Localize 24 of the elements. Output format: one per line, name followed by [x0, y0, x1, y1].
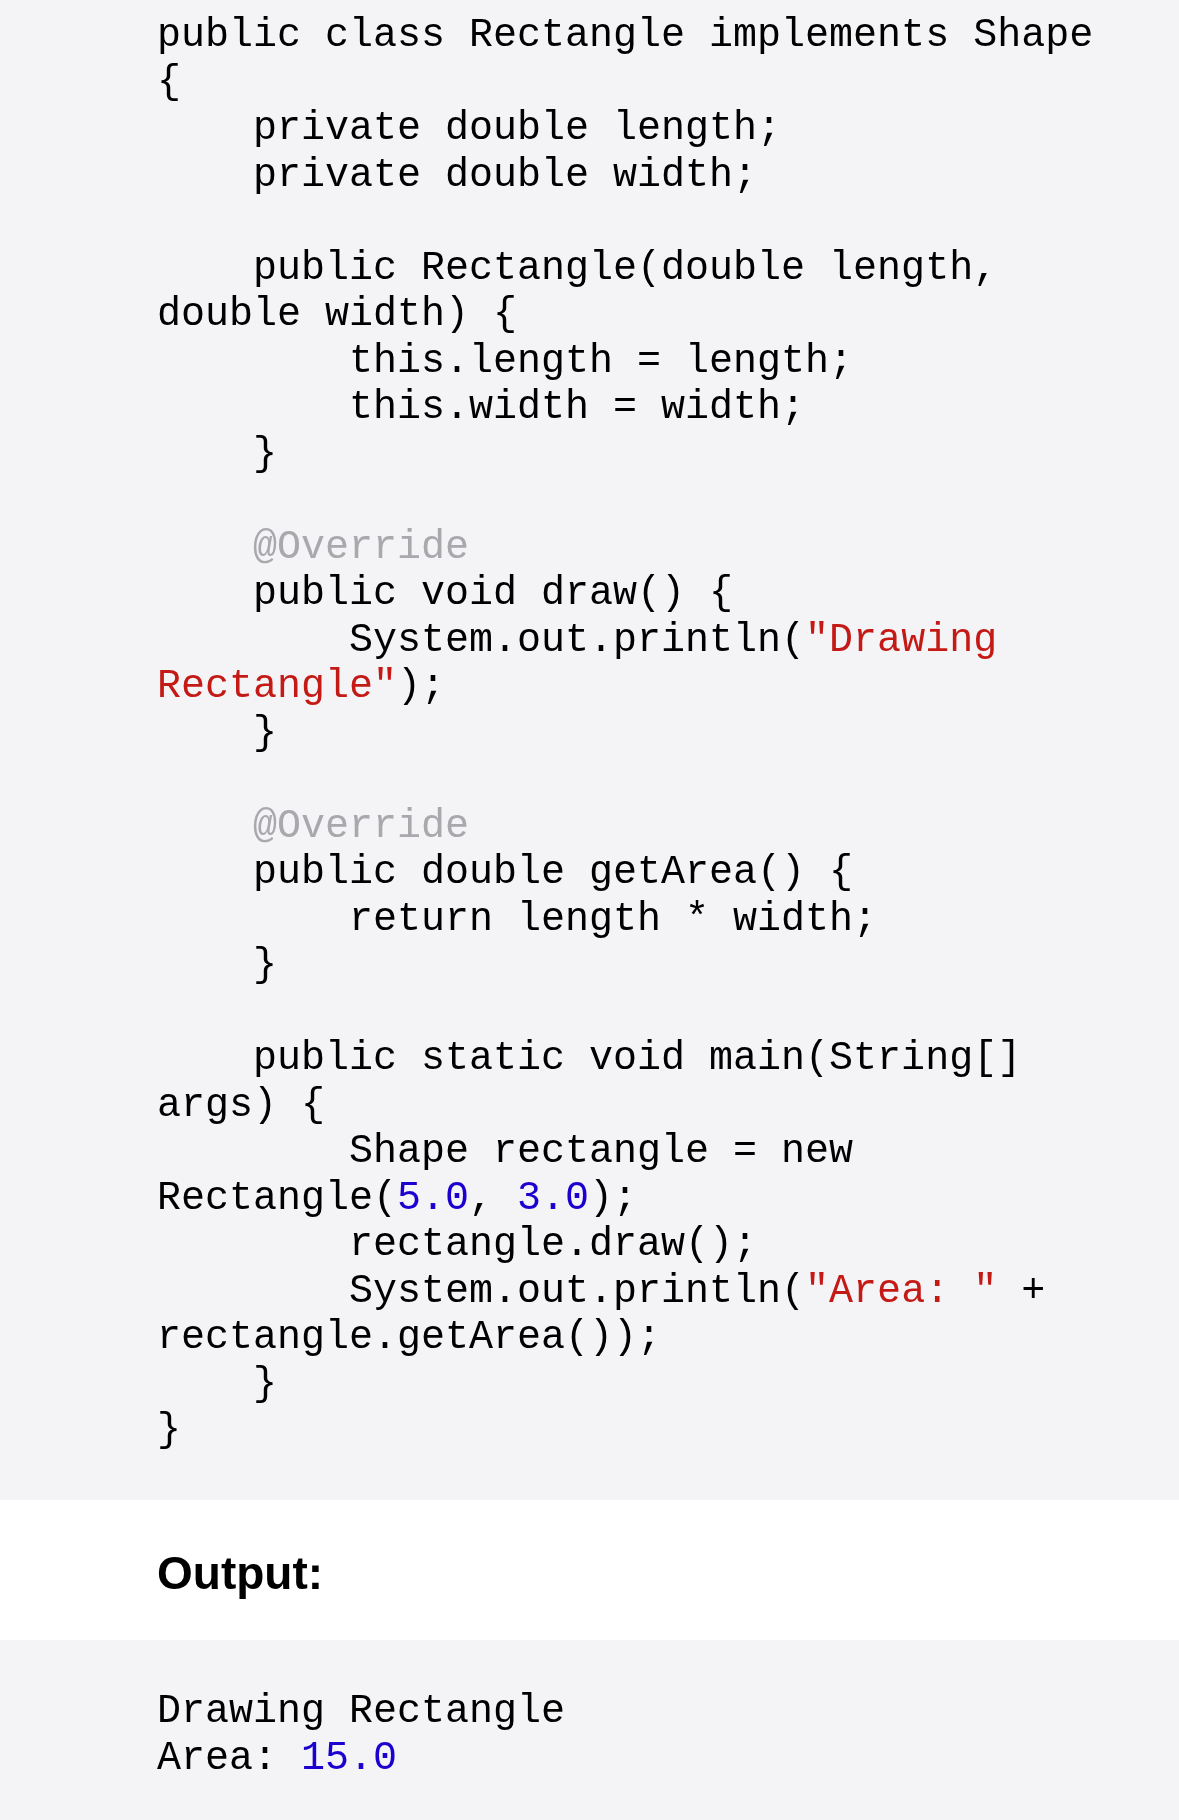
- code-line: private double length;: [252, 106, 783, 153]
- code-line: @Override: [252, 524, 471, 571]
- code-line: rectangle.draw();: [348, 1222, 759, 1269]
- code-line: }: [252, 710, 279, 757]
- code-line: {: [157, 59, 182, 106]
- code-line: private double width;: [252, 152, 759, 199]
- section-heading: Output:: [157, 1546, 324, 1601]
- code-line: public double getArea() {: [252, 850, 855, 897]
- code-line: public static void main(String[] args) {: [157, 1036, 1023, 1129]
- code-line: }: [252, 943, 279, 990]
- code-line: public class Rectangle implements Shape: [157, 13, 1095, 60]
- code-line: System.out.println("Drawing Rectangle");: [157, 617, 999, 711]
- code-line: public void draw() {: [252, 571, 735, 618]
- code-line: this.length = length;: [348, 338, 855, 385]
- code-line: }: [252, 1361, 279, 1408]
- code-line: }: [157, 1408, 182, 1455]
- output-line: Drawing Rectangle: [157, 1689, 567, 1736]
- code-line: System.out.println("Area: " + rectangle.getArea());: [157, 1268, 1047, 1362]
- code-line: }: [252, 431, 279, 478]
- output-line: Area: 15.0: [157, 1735, 399, 1782]
- code-line: this.width = width;: [348, 385, 807, 432]
- code-line: @Override: [252, 803, 471, 850]
- code-line: Shape rectangle = new Rectangle(5.0, 3.0);: [157, 1129, 855, 1222]
- code-line: return length * width;: [348, 896, 879, 943]
